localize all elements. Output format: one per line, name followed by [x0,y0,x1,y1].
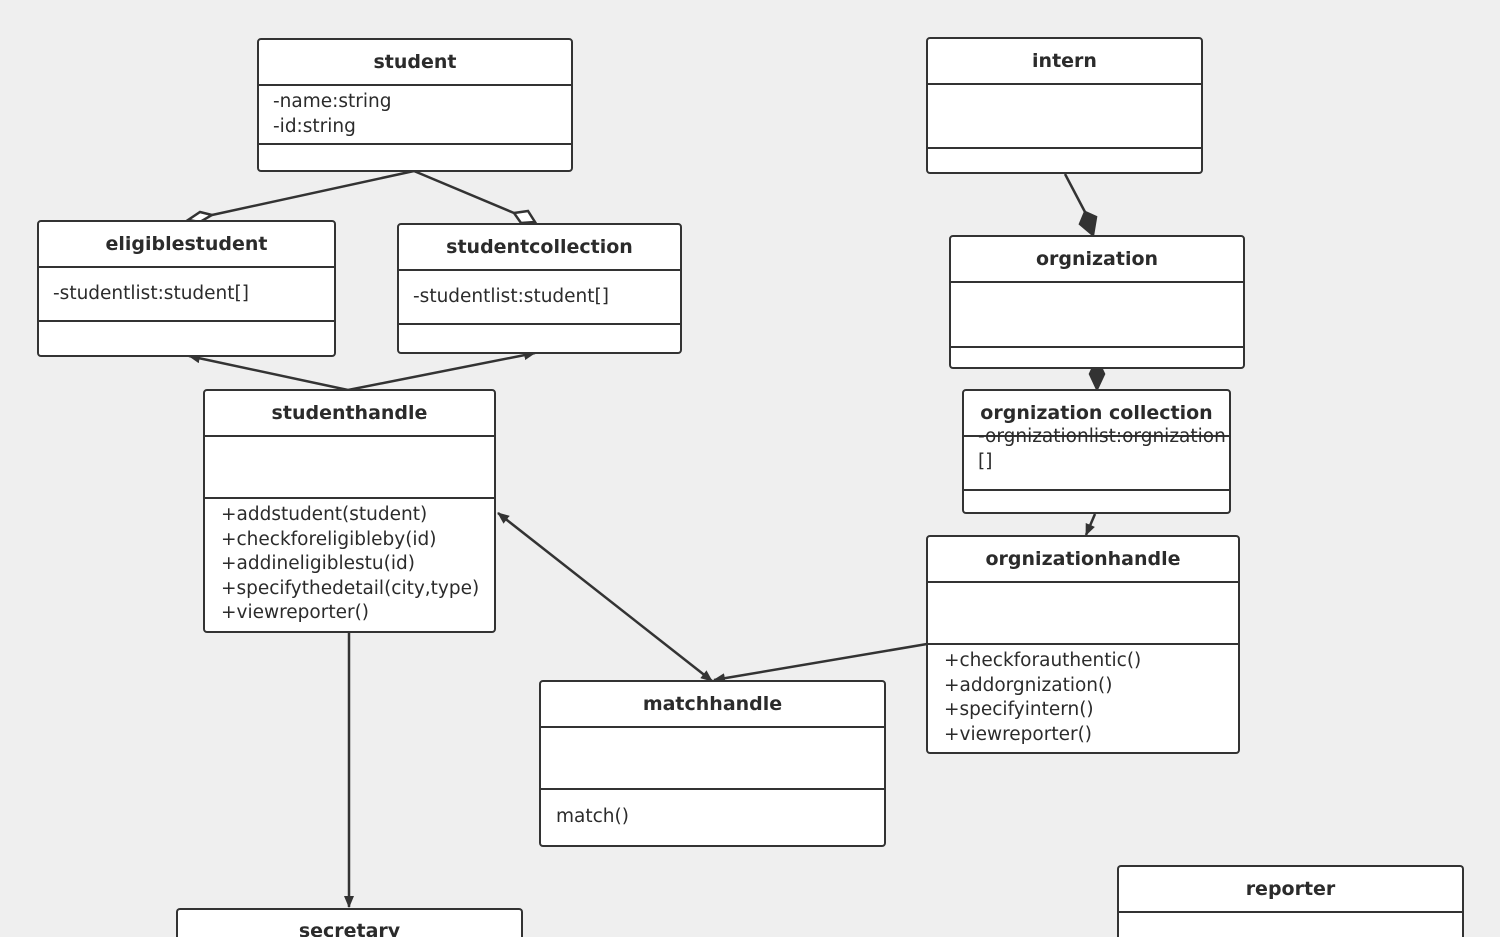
class-name: orgnization [951,237,1243,283]
class-secretary[interactable]: secretary [176,908,523,937]
class-orgnization-collection[interactable]: orgnization collection -orgnizationlist:… [962,389,1231,514]
class-attributes: -studentlist:student[] [39,268,334,322]
attribute: -orgnizationlist:orgnization[] [978,426,1226,472]
operation: +specifythedetail(city,type) [221,577,480,599]
class-name: studenthandle [205,391,494,437]
class-attributes: -studentlist:student[] [399,271,680,325]
attribute: -name:string [273,91,392,112]
class-name: secretary [298,920,401,937]
class-operations: +checkforauthentic() +addorgnization() +… [928,645,1238,751]
operation: +viewreporter() [944,723,1093,745]
class-name: matchhandle [541,682,884,728]
edge-orgcollection-orgnizationhandle [1084,513,1097,536]
class-intern[interactable]: intern [926,37,1203,174]
class-name: student [259,40,571,86]
edge-studenthandle-studentcollection [347,350,536,392]
operation: +viewreporter() [221,602,370,624]
edge-student-studentcollection [413,169,515,215]
class-orgnizationhandle[interactable]: orgnizationhandle +checkforauthentic() +… [926,535,1240,754]
class-attributes: -name:string -id:string [259,86,571,145]
class-attributes [951,283,1243,348]
class-operations [39,322,334,354]
attribute: -id:string [273,115,356,137]
operation: +specifyintern() [944,699,1094,720]
class-name: orgnization collection [964,391,1229,437]
class-operations [399,325,680,351]
class-orgnization[interactable]: orgnization [949,235,1245,369]
operation: +addstudent(student) [221,504,428,526]
class-studenthandle[interactable]: studenthandle +addstudent(student) +chec… [203,389,496,633]
class-name: intern [928,39,1201,85]
edge-studenthandle-matchhandle [497,512,713,682]
class-operations [964,491,1229,511]
class-attributes [541,728,884,790]
class-attributes [928,85,1201,149]
composition-diamond-orgnization [1078,210,1098,238]
class-attributes: -orgnizationlist:orgnization[] [964,426,1229,491]
class-attributes [928,583,1238,645]
aggregation-diamond-studentcollection [511,209,538,225]
edge-studenthandle-eligiblestudent [188,353,349,392]
class-operations [928,149,1201,171]
class-operations [951,348,1243,366]
edge-intern-orgnization [1063,173,1087,213]
operation: +checkforeligibleby(id) [221,528,437,550]
operation: match() [556,805,629,827]
class-attributes [205,437,494,499]
class-name: eligiblestudent [39,222,334,268]
edge-orgnizationhandle-matchhandle [713,642,928,684]
class-student[interactable]: student -name:string -id:string [257,38,573,172]
class-name: orgnizationhandle [928,537,1238,583]
edge-student-eligiblestudent [211,169,415,217]
class-name: studentcollection [399,225,680,271]
class-operations: +addstudent(student) +checkforeligibleby… [205,499,494,630]
operation: +addineligiblestu(id) [221,553,415,575]
operation: +addorgnization() [944,674,1113,696]
attribute: -studentlist:student[] [53,282,249,304]
class-operations [259,145,571,170]
class-studentcollection[interactable]: studentcollection -studentlist:student[] [397,223,682,354]
class-operations: match() [541,790,884,844]
class-name: reporter [1119,867,1462,913]
class-eligiblestudent[interactable]: eligiblestudent -studentlist:student[] [37,220,336,357]
class-reporter[interactable]: reporter [1117,865,1464,937]
attribute: -studentlist:student[] [413,285,609,307]
class-matchhandle[interactable]: matchhandle match() [539,680,886,847]
operation: +checkforauthentic() [944,650,1142,671]
